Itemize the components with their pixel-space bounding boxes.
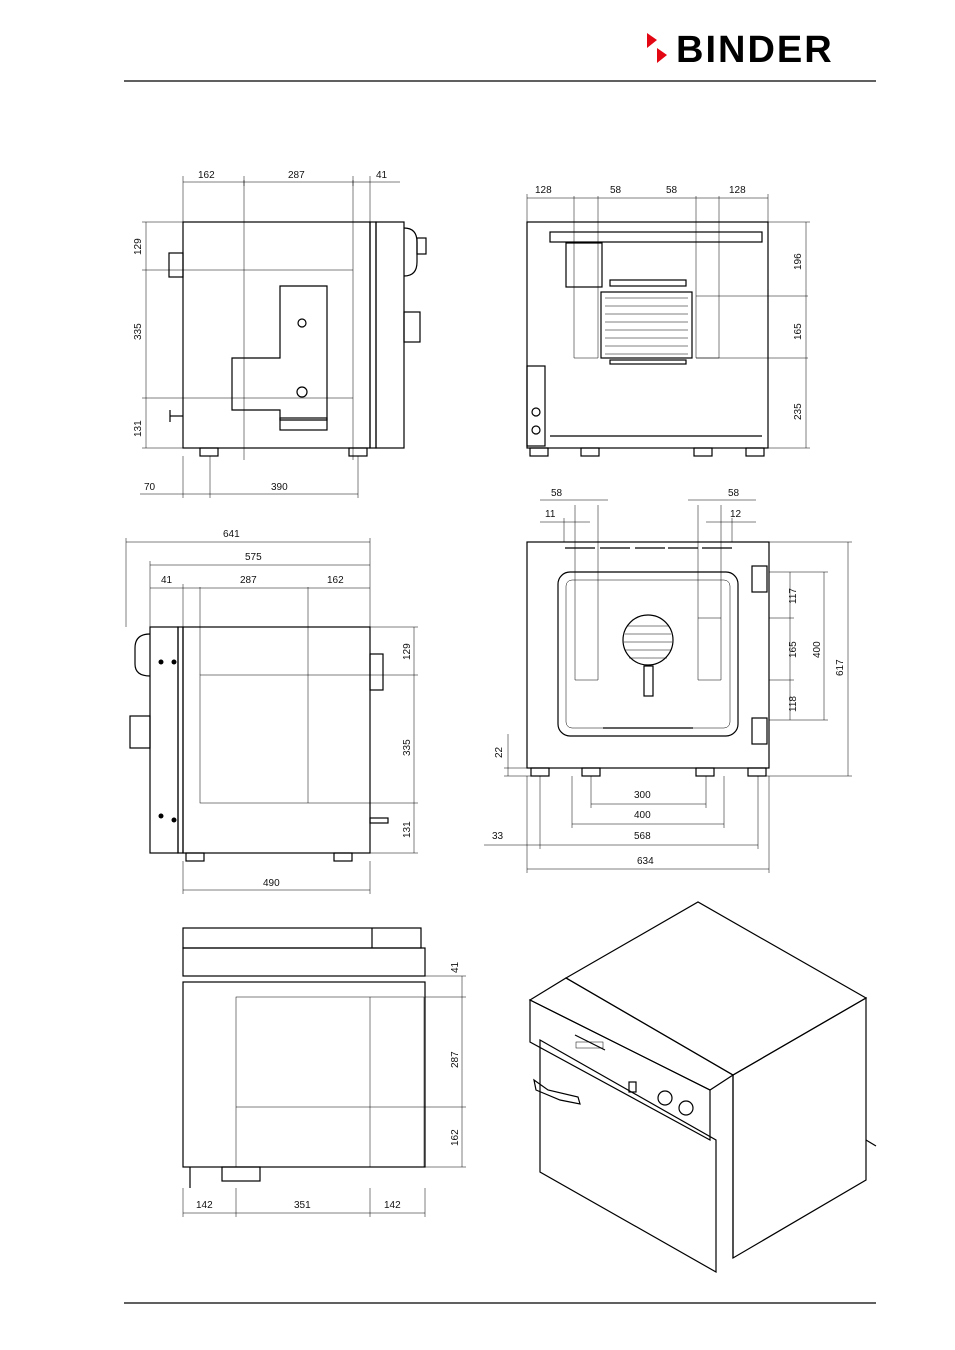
dim-label: 33 <box>492 831 504 842</box>
right-side-view: 641 575 41 287 162 129 335 131 490 <box>125 529 418 894</box>
dim-label: 128 <box>535 185 552 196</box>
dim-label: 41 <box>161 575 173 586</box>
dim-label: 117 <box>788 588 799 604</box>
logo-triangle-icon <box>657 48 667 63</box>
dim-label: 131 <box>402 821 413 838</box>
dim-label: 11 <box>545 509 556 520</box>
dim-label: 335 <box>133 323 144 340</box>
top-view: 41 287 162 142 351 142 <box>182 927 466 1217</box>
dim-label: 641 <box>223 529 240 540</box>
dim-label: 58 <box>728 488 740 499</box>
dim-label: 41 <box>376 170 388 181</box>
dim-label: 490 <box>263 878 280 889</box>
dim-label: 129 <box>402 643 413 660</box>
dim-label: 287 <box>288 170 305 181</box>
dim-label: 287 <box>450 1051 461 1068</box>
dim-label: 287 <box>240 575 257 586</box>
dim-label: 165 <box>793 323 804 340</box>
dim-label: 335 <box>402 739 413 756</box>
front-view: 58 58 11 12 117 165 118 400 617 22 300 <box>484 488 852 873</box>
dim-label: 41 <box>450 961 461 973</box>
dim-label: 162 <box>327 575 344 586</box>
brand-name: BINDER <box>676 29 834 71</box>
dim-label: 400 <box>812 641 823 658</box>
dim-label: 22 <box>494 746 505 758</box>
logo-triangle-icon <box>647 33 657 48</box>
brand-logo: BINDER <box>647 29 834 71</box>
dim-label: 70 <box>144 482 156 493</box>
dim-label: 400 <box>634 810 651 821</box>
dim-label: 568 <box>634 831 651 842</box>
dim-label: 58 <box>666 185 678 196</box>
dim-label: 390 <box>271 482 288 493</box>
dim-label: 165 <box>788 641 799 658</box>
dim-label: 12 <box>730 509 742 520</box>
back-view: 128 58 58 128 196 165 235 <box>526 185 810 457</box>
dim-label: 131 <box>133 420 144 437</box>
left-side-view: 162 287 41 129 335 131 70 390 <box>133 170 427 498</box>
dim-label: 162 <box>198 170 215 181</box>
dim-label: 235 <box>793 403 804 420</box>
dim-label: 58 <box>610 185 622 196</box>
dim-label: 575 <box>245 552 262 563</box>
dim-label: 196 <box>793 253 804 270</box>
dim-label: 142 <box>196 1200 213 1211</box>
dim-label: 617 <box>835 659 846 676</box>
dim-label: 351 <box>294 1200 311 1211</box>
dim-label: 128 <box>729 185 746 196</box>
dim-label: 634 <box>637 856 654 867</box>
dim-label: 118 <box>788 696 799 712</box>
dim-label: 300 <box>634 790 651 801</box>
dim-label: 142 <box>384 1200 401 1211</box>
dim-label: 162 <box>450 1129 461 1146</box>
dim-label: 58 <box>551 488 563 499</box>
dim-label: 129 <box>133 238 144 255</box>
isometric-view <box>528 901 877 1274</box>
